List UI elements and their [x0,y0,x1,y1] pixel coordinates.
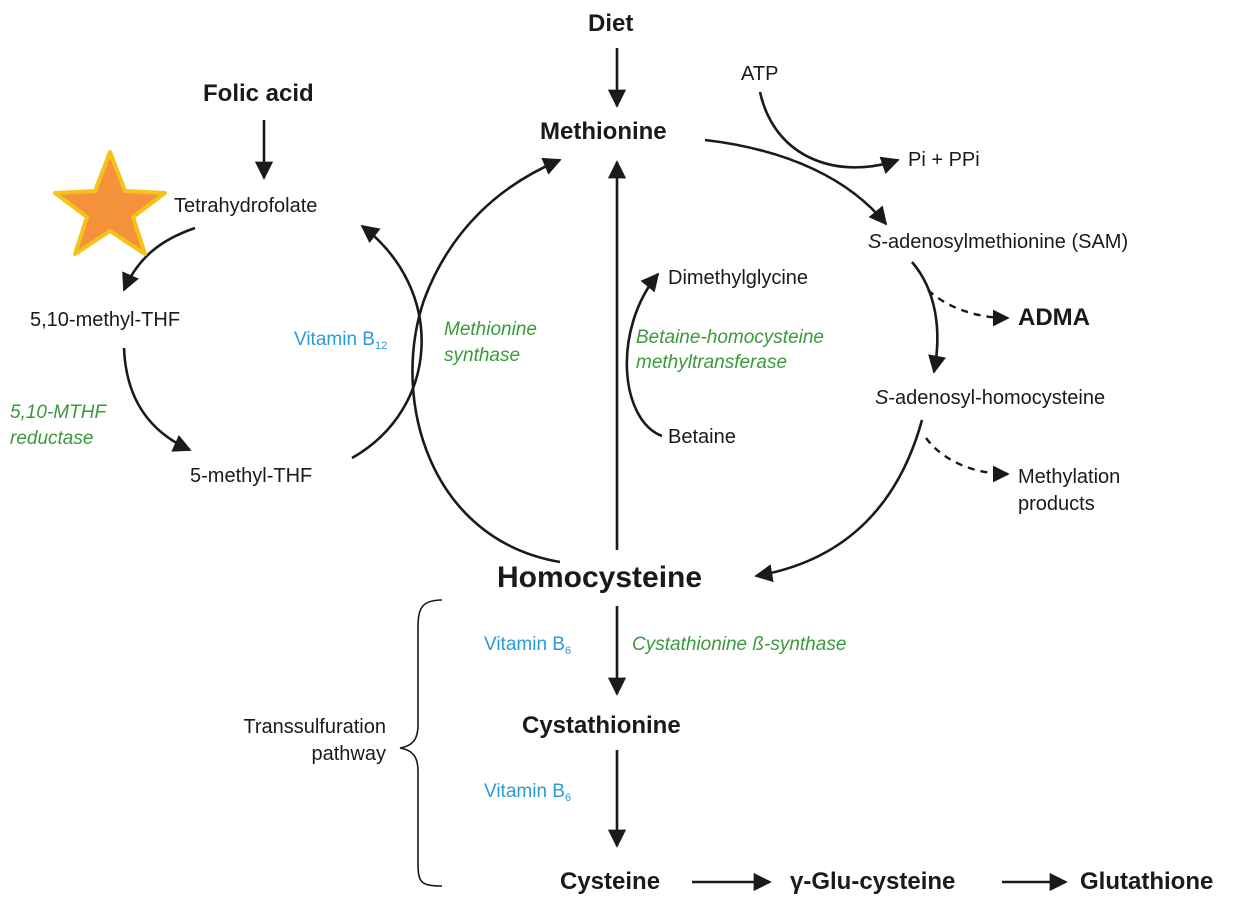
enzyme-mthfr-line2: reductase [10,427,94,449]
enzyme-ms-line1: Methionine [444,319,537,340]
node-510-methyl-thf: 5,10-methyl-THF [30,309,181,331]
node-sam: S-adenosylmethionine (SAM) [868,230,1128,254]
node-tetrahydrofolate: Tetrahydrofolate [174,195,318,217]
arrow-sam-sah [911,261,946,374]
node-methionine: Methionine [540,118,667,145]
transsulfuration-line1: Transsulfuration [243,716,386,738]
enzyme-ms-line2: synthase [444,344,521,366]
node-diet: Diet [588,10,634,37]
sah-rest: -adenosyl-homocysteine [888,387,1106,409]
arrow-sah-methylation [925,437,1010,483]
node-cysteine: Cysteine [560,868,661,895]
label-transsulfuration: Transsulfuration pathway [210,714,386,768]
vitamin-b6-b-sub: 6 [564,792,572,804]
vitamin-b6-a-sub: 6 [564,645,572,657]
vitamin-b12: Vitamin B12 [294,329,387,353]
node-5-methyl-thf: 5-methyl-THF [190,465,313,487]
vitamin-b6-a-base: Vitamin B [484,634,565,655]
transsulfuration-line2: pathway [311,743,387,765]
enzyme-mthfr-line1: 5,10-MTHF [10,402,107,423]
node-pi-ppi: Pi + PPi [908,149,980,171]
enzyme-cbs: Cystathionine ß-synthase [632,634,847,655]
star-icon [53,150,167,256]
sah-prefix: S [875,387,889,409]
node-folic-acid: Folic acid [203,80,314,107]
arrow-betaine-dmg [625,272,663,438]
enzyme-methionine-synthase: Methionine synthase [444,317,537,368]
methylation-line1: Methylation [1018,466,1121,488]
vitamin-b12-base: Vitamin B [294,329,375,350]
node-betaine: Betaine [668,426,736,448]
arrow-510-5methyl [122,347,192,452]
node-adma: ADMA [1018,304,1090,331]
transsulfuration-brace [399,599,443,887]
arrow-atp-pi [758,91,900,174]
arrow-sah-hcy [754,419,924,583]
sam-prefix: S [868,231,882,253]
node-cystathionine: Cystathionine [522,712,681,739]
node-glutathione: Glutathione [1080,868,1214,895]
arrow-5methyl-thf [351,224,423,460]
node-glu-cysteine: γ-Glu-cysteine [790,868,956,895]
vitamin-b12-sub: 12 [374,340,388,352]
enzyme-bhmt-line2: methyltransferase [636,351,788,373]
enzyme-mthfr: 5,10-MTHF reductase [10,400,106,451]
vitamin-b6-a: Vitamin B6 [484,634,571,658]
vitamin-b6-b: Vitamin B6 [484,781,571,805]
enzyme-bhmt: Betaine-homocysteine methyltransferase [636,326,824,375]
methylation-line2: products [1018,493,1095,515]
sam-rest: -adenosylmethionine (SAM) [881,231,1129,253]
node-dimethylglycine: Dimethylglycine [668,267,809,289]
node-sah: S-adenosyl-homocysteine [875,386,1105,410]
arrow-thf-510 [122,226,196,292]
arrow-sam-adma [927,289,1010,327]
node-homocysteine: Homocysteine [497,561,703,594]
vitamin-b6-b-base: Vitamin B [484,781,565,802]
arrow-hcy-met-left [411,157,562,564]
enzyme-bhmt-line1: Betaine-homocysteine [636,327,824,348]
node-methylation-products: Methylation products [1018,464,1120,518]
arrow-met-sam [704,138,888,226]
node-atp: ATP [741,63,779,85]
